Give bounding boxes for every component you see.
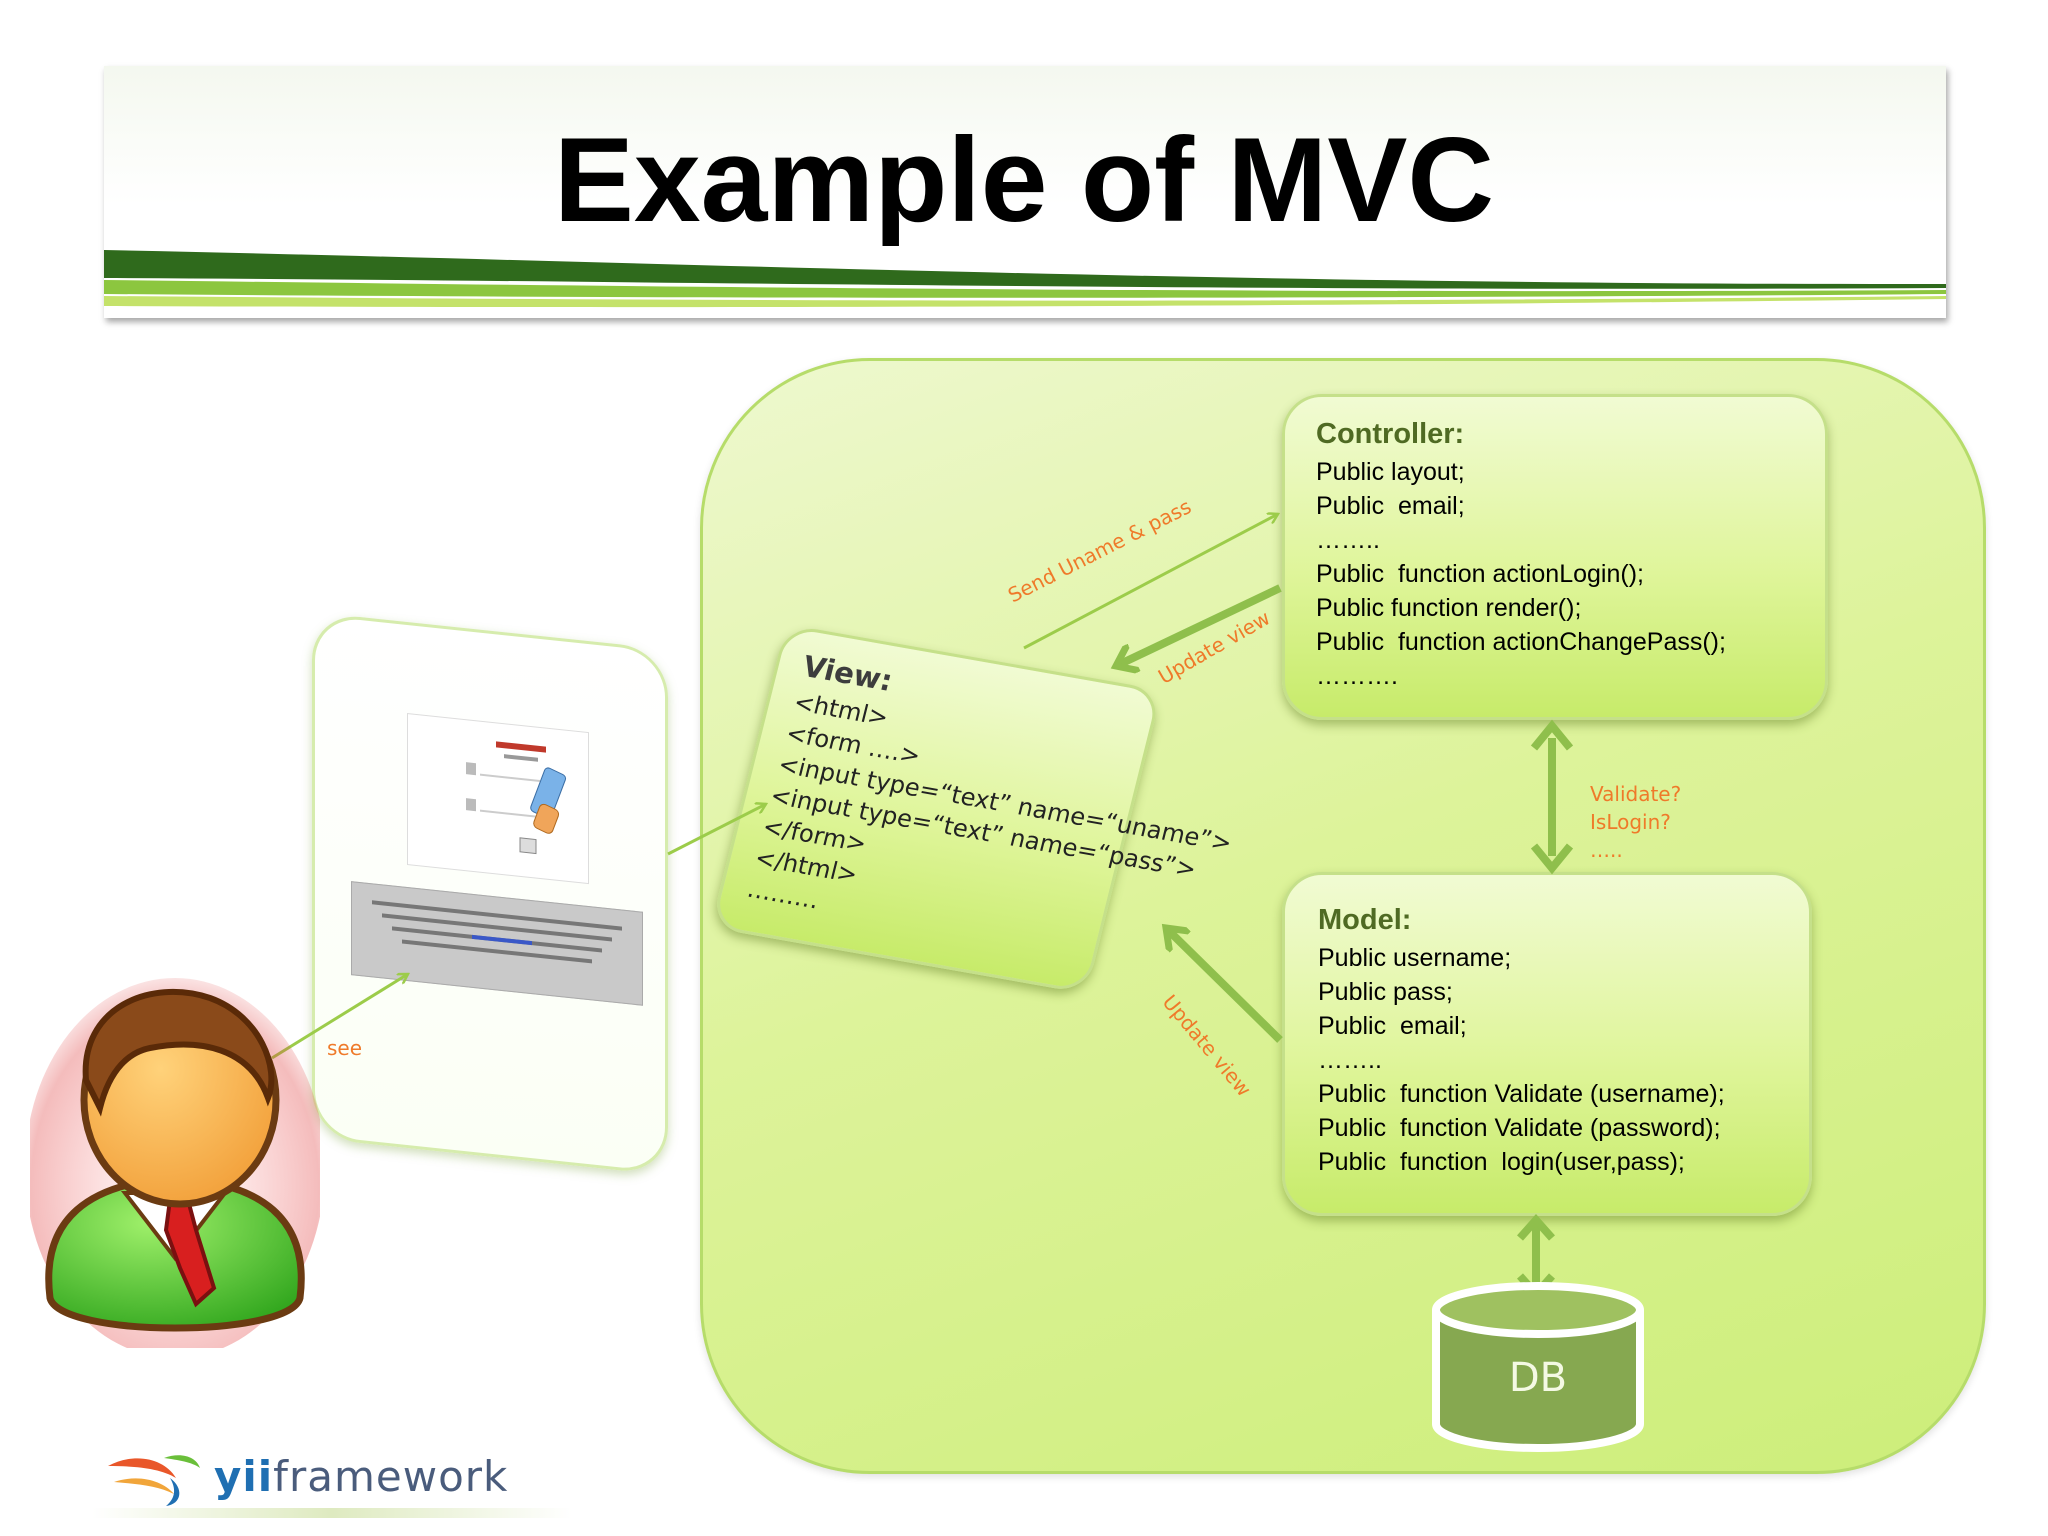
islogin-line: IsLogin? [1590, 810, 1671, 834]
banner-stripes [104, 250, 1946, 308]
see-label: see [327, 1036, 363, 1060]
model-text: Model: Public username; Public pass; Pub… [1318, 904, 1725, 1179]
model-line: Public pass; [1318, 978, 1453, 1006]
controller-text: Controller: Public layout; Public email;… [1316, 418, 1726, 693]
yii-logo-icon [108, 1455, 200, 1506]
controller-line: Public function render(); [1316, 594, 1582, 622]
user-avatar-icon [30, 978, 320, 1348]
login-screenshot-panel [312, 612, 668, 1176]
validate-line: Validate? [1590, 782, 1682, 806]
login-screenshot-icon [407, 712, 589, 885]
db-label: DB [1508, 1355, 1568, 1401]
controller-heading: Controller: [1316, 418, 1465, 450]
screenshot-footer-text [351, 881, 643, 1006]
ellipsis-line: ….. [1590, 838, 1623, 862]
controller-line: Public function actionLogin(); [1316, 560, 1644, 588]
model-line: Public function Validate (username); [1318, 1080, 1725, 1108]
controller-line: Public layout; [1316, 458, 1465, 486]
database-icon [1432, 1282, 1644, 1452]
validate-label: Validate? IsLogin? ….. [1590, 780, 1681, 864]
model-line: Public username; [1318, 944, 1512, 972]
model-line: Public email; [1318, 1012, 1467, 1040]
view-box: View: <html> <form ….> <input type=“text… [710, 624, 1235, 994]
controller-line: Public email; [1316, 492, 1465, 520]
logo-prefix: yii [214, 1452, 274, 1501]
logo-suffix: framework [273, 1452, 509, 1501]
model-line: …….. [1318, 1046, 1382, 1074]
model-box [1282, 872, 1812, 1216]
slide-title: Example of MVC [553, 113, 1495, 247]
yii-logo-text: yiiframework [214, 1452, 508, 1501]
logo-underline [92, 1508, 572, 1518]
model-line: Public function login(user,pass); [1318, 1148, 1685, 1176]
controller-box [1282, 394, 1828, 720]
controller-line: Public function actionChangePass(); [1316, 628, 1726, 656]
controller-line: ………. [1316, 662, 1398, 690]
model-line: Public function Validate (password); [1318, 1114, 1721, 1142]
model-heading: Model: [1318, 904, 1412, 936]
controller-line: …….. [1316, 526, 1380, 554]
